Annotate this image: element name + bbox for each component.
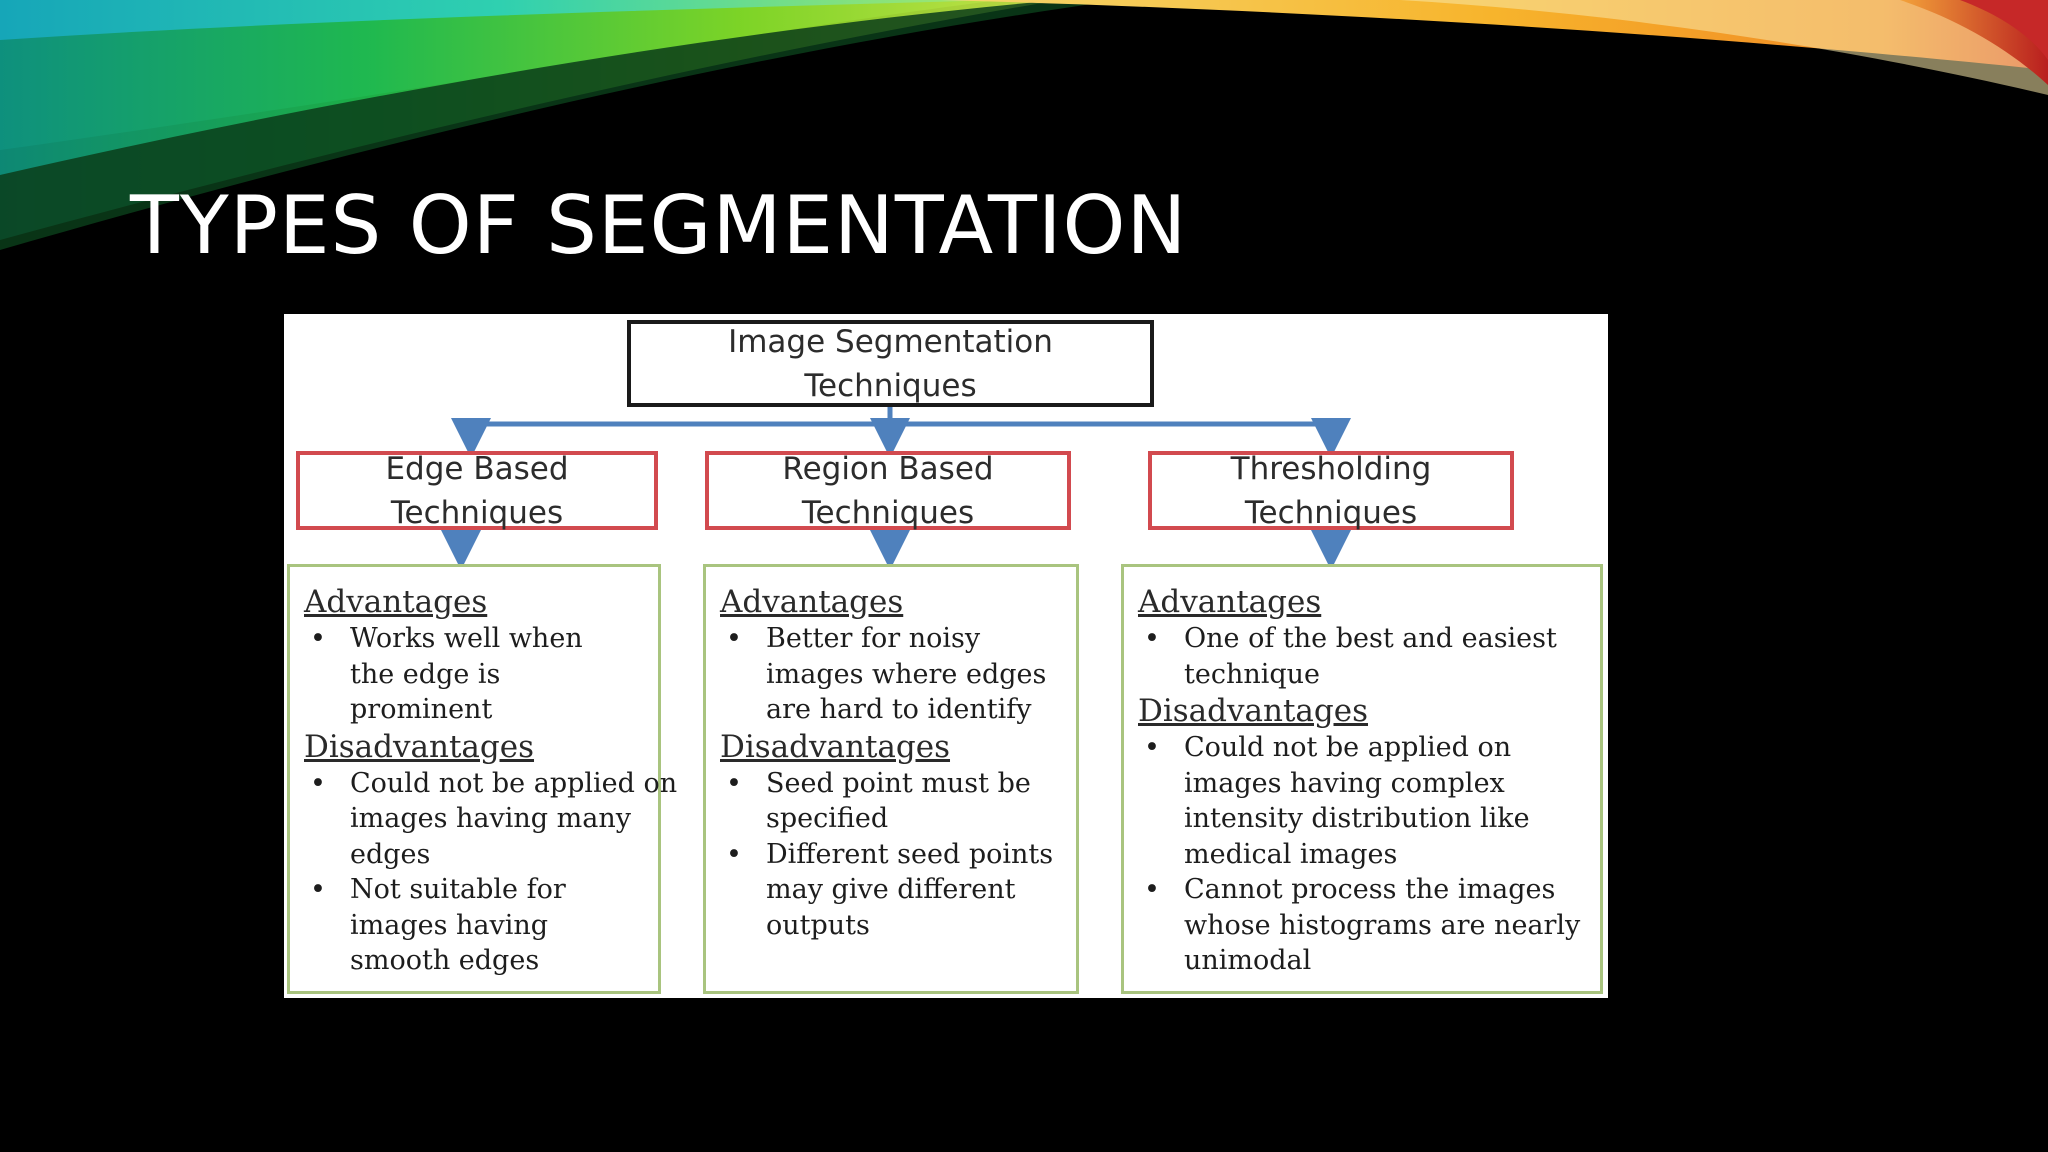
disadvantages-heading: Disadvantages bbox=[304, 728, 535, 765]
detail-box-thresholding: Advantages • One of the best and easiest… bbox=[1121, 564, 1603, 994]
category-label: Edge Based Techniques bbox=[385, 447, 568, 535]
category-label: Thresholding Techniques bbox=[1231, 447, 1432, 535]
advantages-list: • Better for noisy images where edges ar… bbox=[720, 621, 1076, 728]
advantages-heading: Advantages bbox=[1138, 584, 1322, 620]
segmentation-diagram: Image Segmentation Techniques Edge Based… bbox=[284, 314, 1608, 998]
decorative-swoosh bbox=[0, 0, 2048, 250]
list-item: • Cannot process the images whose histog… bbox=[1138, 872, 1624, 979]
list-item-text: Works well when the edge is prominent bbox=[350, 623, 583, 725]
list-item-text: Could not be applied on images having ma… bbox=[350, 767, 678, 870]
list-item-text: Seed point must be specified bbox=[766, 767, 1031, 835]
list-item-text: Cannot process the images whose histogra… bbox=[1184, 874, 1581, 976]
list-item: • Works well when the edge is prominent bbox=[304, 621, 610, 728]
list-item-text: Could not be applied on images having co… bbox=[1184, 732, 1530, 870]
disadvantages-list: • Could not be applied on images having … bbox=[1138, 730, 1600, 979]
list-item-text: Not suitable for images having smooth ed… bbox=[350, 874, 566, 976]
root-label: Image Segmentation Techniques bbox=[728, 320, 1053, 408]
bullet-icon: • bbox=[1144, 623, 1160, 654]
advantages-list: • Works well when the edge is prominent bbox=[304, 621, 658, 728]
bullet-icon: • bbox=[1144, 874, 1160, 905]
bullet-icon: • bbox=[1144, 732, 1160, 763]
bullet-icon: • bbox=[310, 623, 326, 654]
slide-title: TYPES OF SEGMENTATION bbox=[130, 179, 1188, 272]
list-item: • Different seed points may give differe… bbox=[720, 837, 1076, 944]
category-label: Region Based Techniques bbox=[782, 447, 993, 535]
list-item: • Could not be applied on images having … bbox=[304, 766, 680, 873]
bullet-icon: • bbox=[726, 767, 742, 799]
list-item-text: Different seed points may give different… bbox=[766, 838, 1054, 941]
root-box-image-segmentation: Image Segmentation Techniques bbox=[627, 320, 1154, 407]
list-item: • Could not be applied on images having … bbox=[1138, 730, 1604, 872]
advantages-list: • One of the best and easiest technique bbox=[1138, 621, 1600, 692]
list-item: • Seed point must be specified bbox=[720, 766, 1106, 837]
category-box-edge-based: Edge Based Techniques bbox=[296, 451, 658, 531]
category-label-line: Techniques bbox=[1244, 494, 1418, 531]
bullet-icon: • bbox=[310, 767, 326, 799]
list-item-text: One of the best and easiest technique bbox=[1184, 623, 1557, 690]
connector-arrows bbox=[441, 407, 1351, 570]
detail-box-edge-based: Advantages • Works well when the edge is… bbox=[287, 564, 677, 994]
category-label-line: Region Based bbox=[782, 450, 994, 487]
category-label-line: Thresholding bbox=[1230, 450, 1432, 487]
bullet-icon: • bbox=[726, 838, 742, 870]
root-label-line: Image Segmentation bbox=[728, 323, 1053, 360]
bullet-icon: • bbox=[726, 623, 742, 654]
detail-box-region-based: Advantages • Better for noisy images whe… bbox=[703, 564, 1079, 994]
advantages-heading: Advantages bbox=[304, 584, 488, 620]
root-label-line: Techniques bbox=[804, 367, 977, 404]
disadvantages-heading: Disadvantages bbox=[720, 728, 951, 765]
category-label-line: Edge Based bbox=[385, 450, 569, 487]
category-label-line: Techniques bbox=[801, 494, 975, 531]
disadvantages-list: • Could not be applied on images having … bbox=[304, 766, 677, 979]
advantages-heading: Advantages bbox=[720, 584, 904, 620]
category-box-thresholding: Thresholding Techniques bbox=[1148, 451, 1514, 531]
category-label-line: Techniques bbox=[390, 494, 564, 531]
list-item: • One of the best and easiest technique bbox=[1138, 621, 1624, 692]
category-box-region-based: Region Based Techniques bbox=[705, 451, 1071, 531]
list-item: • Not suitable for images having smooth … bbox=[304, 872, 650, 979]
disadvantages-list: • Seed point must be specified • Differe… bbox=[720, 766, 1076, 944]
bullet-icon: • bbox=[310, 874, 326, 905]
list-item: • Better for noisy images where edges ar… bbox=[720, 621, 1076, 728]
list-item-text: Better for noisy images where edges are … bbox=[766, 623, 1047, 725]
disadvantages-heading: Disadvantages bbox=[1138, 693, 1369, 729]
